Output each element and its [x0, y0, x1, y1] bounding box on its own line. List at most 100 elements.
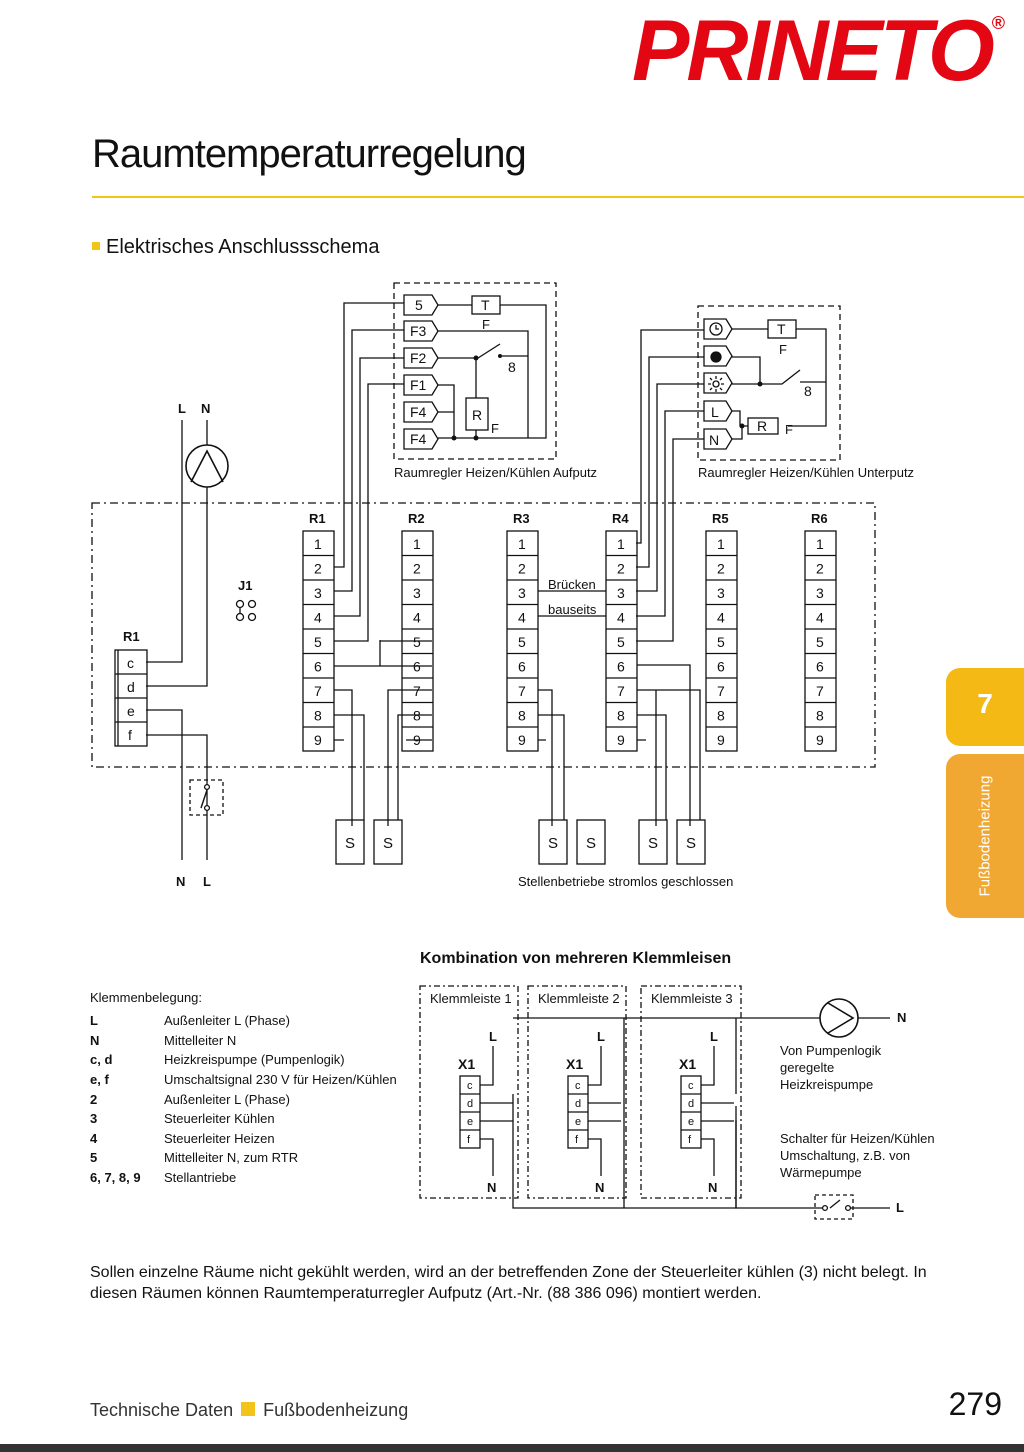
combination-pump-icon — [819, 998, 859, 1038]
aufputz-terminals: 5 F3 F2 F1 F4 F4 — [403, 294, 439, 450]
combination-pump-n-label: N — [897, 1010, 906, 1025]
aufputz-terminal-label: F2 — [410, 350, 427, 366]
unterputz-terminal-label: N — [709, 432, 719, 448]
legend-key: 5 — [90, 1150, 98, 1166]
legend-value: Mittelleiter N — [164, 1032, 237, 1048]
actuator-box — [638, 819, 668, 865]
zone-terminal-number: 1 — [617, 536, 625, 552]
zone-terminal-number: 2 — [314, 561, 322, 577]
footer-breadcrumb: Technische Daten Fußbodenheizung — [90, 1400, 408, 1421]
pump-note-line: geregelte — [780, 1060, 834, 1075]
zone-terminal-number: 2 — [413, 561, 421, 577]
legend-row: c, d Heizkreispumpe (Pumpenlogik) — [90, 1050, 397, 1070]
zone-terminal-number: 8 — [518, 708, 526, 724]
zone-terminal-number: 7 — [413, 683, 421, 699]
x1-terminal-label: e — [467, 1116, 473, 1128]
zone-terminal-number: 3 — [717, 585, 725, 601]
aufputz-resistor — [465, 397, 489, 431]
page-number: 279 — [948, 1386, 1002, 1422]
bridge-label-2: bauseits — [548, 602, 597, 617]
zone-terminal-number: 9 — [816, 732, 824, 748]
legend-key: 3 — [90, 1111, 98, 1127]
legend-value: Außenleiter L (Phase) — [164, 1091, 290, 1107]
actuator-box — [538, 819, 568, 865]
zone-terminal-number: 4 — [617, 610, 625, 626]
footer-section-link[interactable]: Technische Daten — [90, 1400, 234, 1420]
unterputz-f2-label: F — [785, 422, 793, 437]
klemmleiste-title: Klemmleiste 2 — [538, 991, 620, 1006]
chapter-tab-label[interactable]: Fußbodenheizung — [946, 754, 1024, 918]
zone-terminal-number: 2 — [617, 561, 625, 577]
zone-terminal-number: 8 — [617, 708, 625, 724]
x1-terminal-label: f — [575, 1134, 579, 1146]
strip-n-label: N — [595, 1180, 604, 1195]
switch-note-line: Wärmepumpe — [780, 1165, 862, 1180]
zone-terminal-strip — [705, 530, 738, 752]
legend-key: 4 — [90, 1130, 98, 1146]
section-heading: Elektrisches Anschlussschema — [92, 236, 379, 259]
aufputz-controller-frame — [393, 282, 557, 460]
legend-value: Stellantriebe — [164, 1170, 237, 1186]
title-rule — [92, 196, 1024, 198]
x1-terminal-label: f — [467, 1134, 471, 1146]
chapter-tab-number[interactable]: 7 — [946, 668, 1024, 746]
zone-terminal-number: 9 — [717, 732, 725, 748]
aufputz-caption: Raumregler Heizen/Kühlen Aufputz — [394, 465, 597, 480]
zone-terminal-number: 6 — [518, 659, 526, 675]
footer-chapter-link[interactable]: Fußbodenheizung — [263, 1400, 409, 1420]
mains-l-label: L — [203, 874, 211, 889]
unterputz-caption: Raumregler Heizen/Kühlen Unterputz — [698, 465, 914, 480]
zone-terminal-number: 4 — [314, 610, 322, 626]
pump-note-line: Von Pumpenlogik — [780, 1043, 882, 1058]
zone-terminal-number: 5 — [314, 634, 322, 650]
zone-terminal-number: 5 — [617, 634, 625, 650]
zone-title: R6 — [811, 511, 828, 526]
zone-terminal-number: 9 — [314, 732, 322, 748]
pump-terminal-label: e — [127, 703, 135, 719]
zone-title: R2 — [408, 511, 425, 526]
klemmleiste-frame — [640, 985, 742, 1199]
pump-n-label: N — [201, 401, 210, 416]
strip-n-label: N — [708, 1180, 717, 1195]
zone-terminal-number: 3 — [314, 585, 322, 601]
zone-terminal-strip — [804, 530, 837, 752]
unterputz-f-label: F — [779, 342, 787, 357]
x1-label: X1 — [458, 1056, 475, 1072]
combination-switch-frame — [814, 1194, 854, 1220]
zone-terminal-number: 8 — [717, 708, 725, 724]
zone-terminal-number: 6 — [617, 659, 625, 675]
aufputz-terminal-label: F1 — [410, 377, 427, 393]
actuator-label: S — [686, 835, 696, 852]
klemmleiste-frame — [419, 985, 519, 1199]
legend-row: 5 Mittelleiter N, zum RTR — [90, 1148, 397, 1168]
combination-switch-l-label: L — [896, 1200, 904, 1215]
legend-key: c, d — [90, 1052, 113, 1068]
actuator-label: S — [548, 835, 558, 852]
klemmleiste-title: Klemmleiste 3 — [651, 991, 733, 1006]
aufputz-f-label: F — [482, 317, 490, 332]
aufputz-terminal-label: 5 — [415, 297, 423, 313]
bottom-bar — [0, 1444, 1024, 1452]
zone-title: R4 — [612, 511, 629, 526]
page-title: Raumtemperaturregelung — [92, 132, 527, 176]
zone-terminal-number: 6 — [717, 659, 725, 675]
actuator-label: S — [383, 835, 393, 852]
legend-value: Außenleiter L (Phase) — [164, 1013, 290, 1029]
zone-terminal-number: 9 — [617, 732, 625, 748]
legend-key: 2 — [90, 1091, 98, 1107]
x1-terminal-label: d — [575, 1098, 581, 1110]
unterputz-t-label: T — [777, 321, 786, 337]
zone-terminal-number: 1 — [314, 536, 322, 552]
brand-logo: PRINETO® — [632, 3, 1005, 99]
legend-value: Heizkreispumpe (Pumpenlogik) — [164, 1052, 345, 1068]
legend-key: 6, 7, 8, 9 — [90, 1170, 141, 1186]
zone-terminal-number: 7 — [518, 683, 526, 699]
legend-value: Mittelleiter N, zum RTR — [164, 1150, 299, 1166]
zone-terminal-number: 3 — [413, 585, 421, 601]
klemmleiste-frame — [527, 985, 627, 1199]
legend-key: L — [90, 1013, 98, 1029]
pump-terminal-label: f — [128, 727, 132, 743]
